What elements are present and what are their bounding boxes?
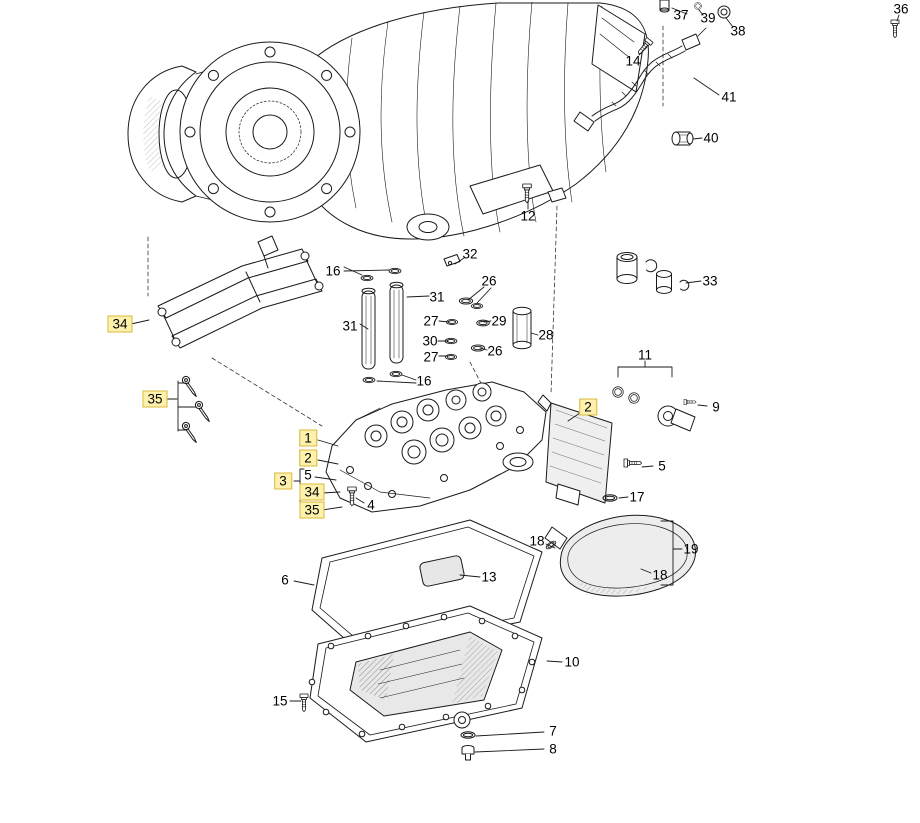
callout-18[interactable]: 18 xyxy=(529,533,545,549)
callout-18[interactable]: 18 xyxy=(652,567,668,583)
leader-lines xyxy=(130,7,900,753)
callout-26[interactable]: 26 xyxy=(481,273,497,289)
callout-41[interactable]: 41 xyxy=(721,89,737,105)
callout-38[interactable]: 38 xyxy=(730,23,746,39)
drain-boss xyxy=(453,711,471,729)
callout-11[interactable]: 11 xyxy=(637,347,653,363)
callout-6[interactable]: 6 xyxy=(281,572,289,588)
wiring-harness-41 xyxy=(573,27,707,132)
callout-4[interactable]: 4 xyxy=(367,497,375,513)
callout-26[interactable]: 26 xyxy=(487,343,503,359)
callout-40[interactable]: 40 xyxy=(703,130,719,146)
callout-28[interactable]: 28 xyxy=(538,327,554,343)
callout-35[interactable]: 35 xyxy=(142,390,168,408)
callout-29[interactable]: 29 xyxy=(491,313,507,329)
callout-12[interactable]: 12 xyxy=(520,208,536,224)
callout-36[interactable]: 36 xyxy=(893,1,909,17)
callout-32[interactable]: 32 xyxy=(462,246,478,262)
mechatronic-unit xyxy=(537,394,613,506)
callout-34[interactable]: 34 xyxy=(299,483,325,501)
guide-bracket-34 xyxy=(157,235,324,349)
clip-32 xyxy=(443,254,461,267)
oil-pan-10 xyxy=(308,605,543,743)
plug-40 xyxy=(671,131,694,146)
bell-housing xyxy=(179,41,361,223)
callout-8[interactable]: 8 xyxy=(549,741,557,757)
small-fittings-top-right xyxy=(659,0,900,38)
callout-19[interactable]: 19 xyxy=(683,541,699,557)
callout-2[interactable]: 2 xyxy=(299,449,317,467)
sleeve-28 xyxy=(512,306,532,350)
callout-1[interactable]: 1 xyxy=(299,429,317,447)
callout-39[interactable]: 39 xyxy=(700,10,716,26)
callout-2[interactable]: 2 xyxy=(579,398,597,416)
sensor-9 xyxy=(657,398,697,432)
callout-17[interactable]: 17 xyxy=(629,489,645,505)
callout-16[interactable]: 16 xyxy=(416,373,432,389)
callout-5[interactable]: 5 xyxy=(304,467,312,483)
callout-9[interactable]: 9 xyxy=(712,399,720,415)
drain-plug-parts xyxy=(460,731,476,761)
callout-27[interactable]: 27 xyxy=(423,313,439,329)
valve-body xyxy=(325,381,547,513)
callout-27[interactable]: 27 xyxy=(423,349,439,365)
callout-37[interactable]: 37 xyxy=(673,7,689,23)
oil-pipes-31 xyxy=(360,267,404,384)
callout-13[interactable]: 13 xyxy=(481,569,497,585)
bushings-33 xyxy=(616,252,690,294)
callout-34[interactable]: 34 xyxy=(107,315,133,333)
callout-14[interactable]: 14 xyxy=(625,53,641,69)
plug-8 xyxy=(461,745,475,761)
callout-7[interactable]: 7 xyxy=(549,723,557,739)
callout-31[interactable]: 31 xyxy=(429,289,445,305)
callout-3[interactable]: 3 xyxy=(274,472,292,490)
transmission-housing xyxy=(127,1,649,241)
oil-filter xyxy=(544,514,696,597)
callout-33[interactable]: 33 xyxy=(702,273,718,289)
callout-30[interactable]: 30 xyxy=(422,333,438,349)
callout-31[interactable]: 31 xyxy=(342,318,358,334)
magnet-13 xyxy=(419,555,465,587)
callout-5[interactable]: 5 xyxy=(658,458,666,474)
callout-10[interactable]: 10 xyxy=(564,654,580,670)
callout-35[interactable]: 35 xyxy=(299,501,325,519)
callout-15[interactable]: 15 xyxy=(272,693,288,709)
callout-16[interactable]: 16 xyxy=(325,263,341,279)
